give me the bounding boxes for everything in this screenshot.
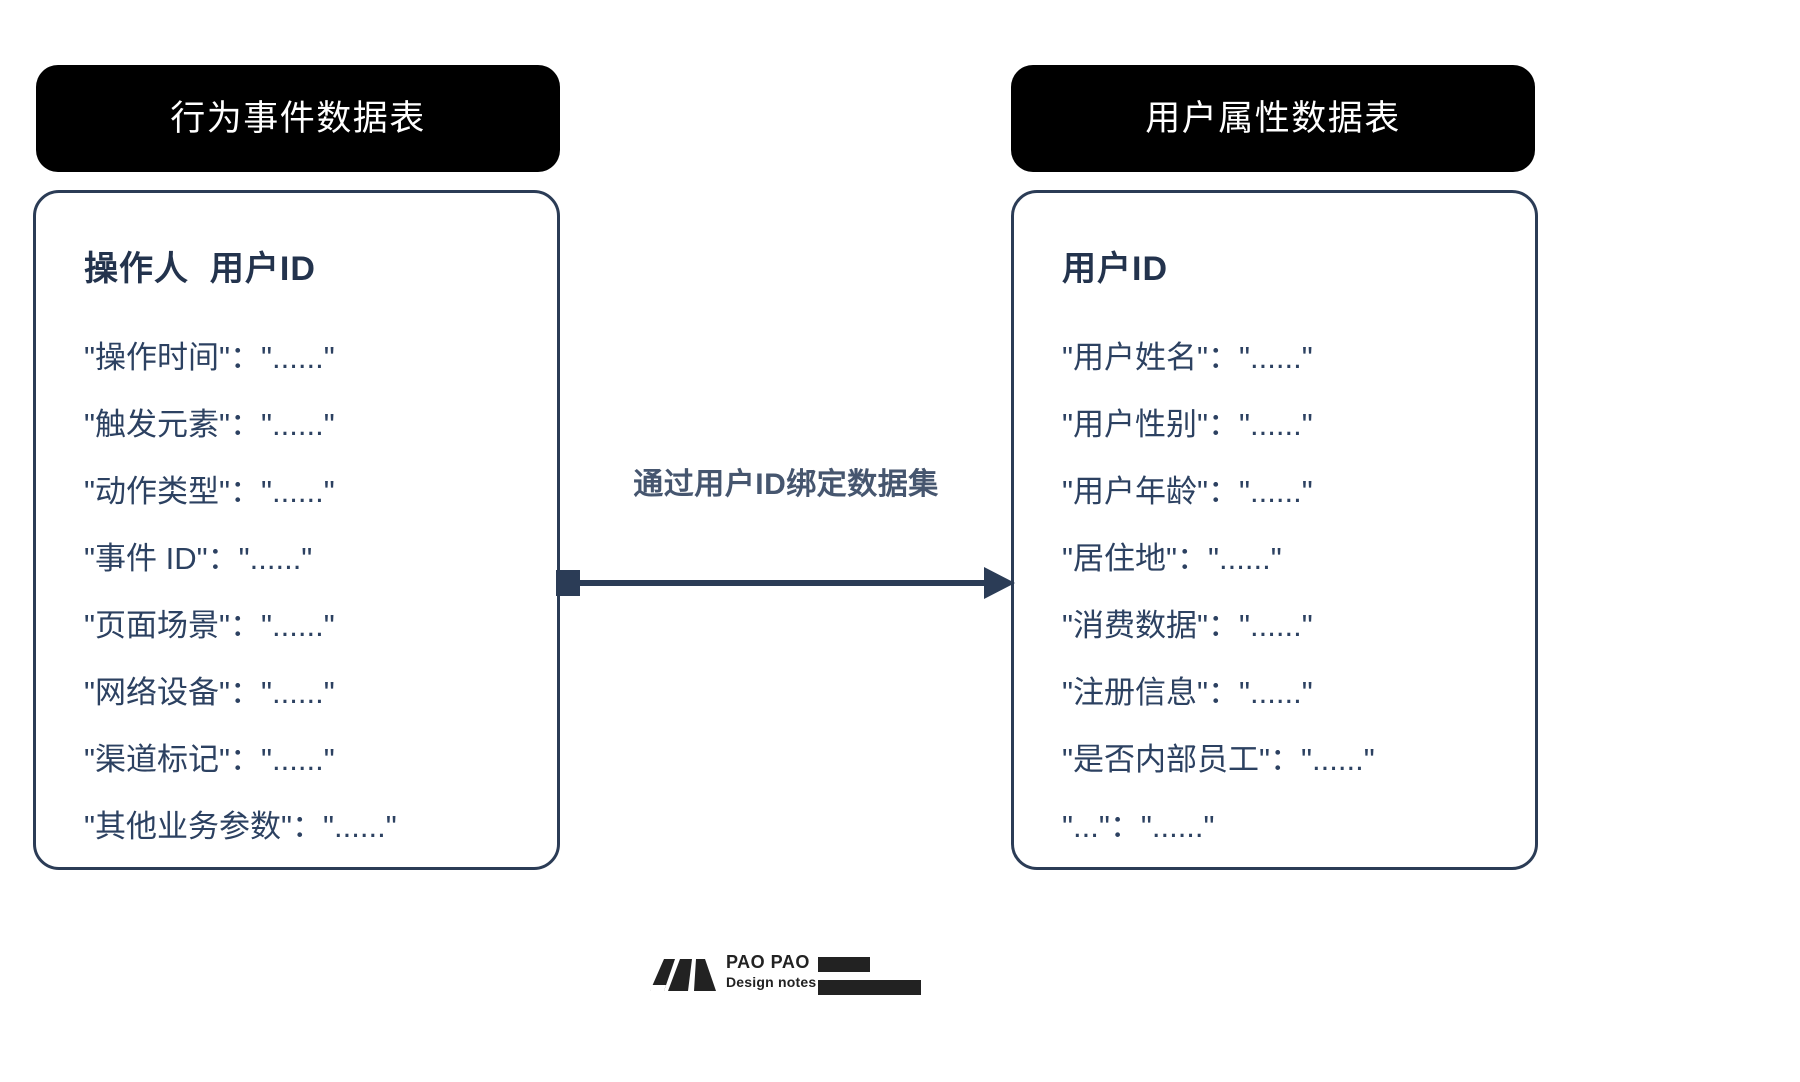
field-row: "动作类型"："......"	[84, 474, 335, 510]
connector-arrowhead-icon	[984, 567, 1015, 599]
field-row: "操作时间"："......"	[84, 340, 335, 376]
field-row: "渠道标记"："......"	[84, 742, 335, 778]
field-row: "注册信息"："......"	[1062, 675, 1313, 711]
left-table-header-label: 行为事件数据表	[170, 99, 426, 138]
watermark-bar-bottom	[818, 980, 921, 995]
watermark-title: PAO PAO	[726, 952, 810, 972]
left-table-card: 操作人 用户ID "操作时间"："......""触发元素"："......""…	[33, 190, 560, 870]
right-table-field-list: "用户姓名"："......" "用户性别"："......" "用户年龄"："..…	[1062, 342, 1535, 842]
left-table-card-title: 操作人 用户ID	[84, 250, 316, 288]
field-row: "用户性别"："......"	[1062, 407, 1313, 443]
left-table-header-pill: 行为事件数据表	[36, 65, 560, 172]
field-row: "用户年龄"："......"	[1062, 474, 1313, 510]
watermark-text: PAO PAO Design notes	[726, 953, 816, 989]
field-row: "用户姓名"："......"	[1062, 340, 1313, 376]
connector-group: 通过用户ID绑定数据集	[556, 470, 1016, 630]
field-row: "事件 ID"："......"	[84, 541, 313, 577]
field-row: "触发元素"："......"	[84, 407, 335, 443]
right-table-card: 用户ID "用户姓名"："......" "用户性别"："......" "用户年龄…	[1011, 190, 1538, 870]
field-row: "居住地"："......"	[1062, 541, 1282, 577]
watermark-subtitle: Design notes	[726, 974, 817, 990]
watermark-bar-top	[818, 957, 870, 972]
field-row: "网络设备"："......"	[84, 675, 335, 711]
field-row: "页面场景"："......"	[84, 608, 335, 644]
watermark-logo: PAO PAO Design notes	[650, 953, 930, 1013]
field-row: "消费数据"："......"	[1062, 608, 1313, 644]
field-row: "其他业务参数"："......"	[84, 809, 397, 845]
left-table-field-list: "操作时间"："......" "触发元素"："......" "动作类型"："..…	[84, 342, 557, 842]
connector-arrow-icon	[556, 567, 1015, 599]
field-row: "..."："......"	[1062, 809, 1215, 845]
connector-label: 通过用户ID绑定数据集	[633, 468, 939, 501]
right-table-card-title: 用户ID	[1062, 250, 1168, 288]
right-table-header-pill: 用户属性数据表	[1011, 65, 1535, 172]
field-row: "是否内部员工"："......"	[1062, 742, 1375, 778]
paopao-mountain-icon	[650, 959, 716, 991]
right-table-header-label: 用户属性数据表	[1145, 99, 1401, 138]
